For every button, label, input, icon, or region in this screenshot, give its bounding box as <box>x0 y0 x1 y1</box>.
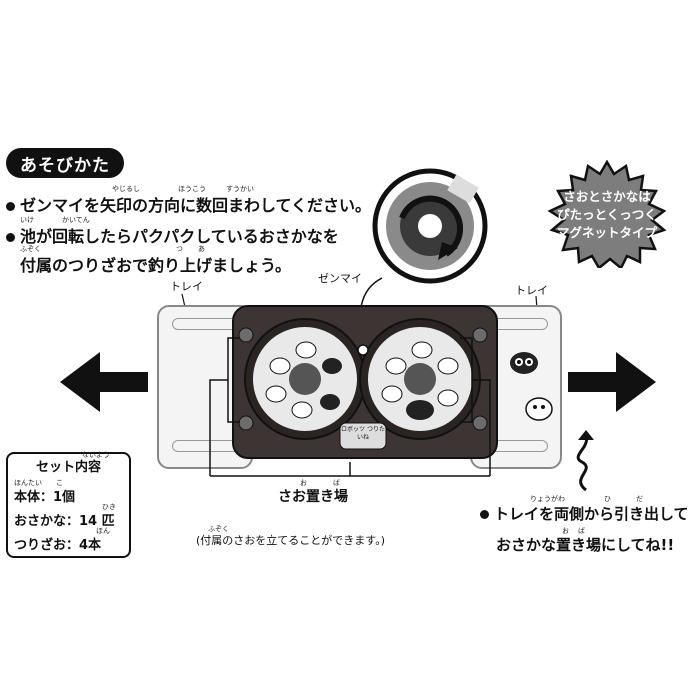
furigana-a: あ <box>198 245 205 253</box>
set-row-furi: ひき <box>102 503 116 511</box>
arrow-left-icon <box>60 352 148 412</box>
zenmai-label: ゼンマイ <box>318 272 362 285</box>
set-contents-title: セット内容 <box>35 460 101 475</box>
magnet-line-3: マグネットタイプ <box>556 225 657 240</box>
bullet-dot <box>6 233 15 242</box>
furigana-ike: いけ <box>20 216 34 224</box>
set-row-fish: おさかな：14 匹 <box>14 514 115 529</box>
tray-tip-line-1: トレイを両側から引き出して <box>480 503 689 524</box>
magnet-badge-text: さおとさかなは ぴたっとくっつく マグネットタイプ <box>544 188 670 242</box>
fish-icon <box>265 341 342 419</box>
set-contents-title-furi: ないよう <box>82 451 110 459</box>
tray-tip-furi-da: だ <box>636 495 643 503</box>
set-row-rods: つりざお：4本 <box>14 538 102 553</box>
magnet-line-1: さおとさかなは <box>563 189 651 204</box>
tray-tip-furi-o: お <box>562 527 569 535</box>
furigana-houkou: ほうこう <box>178 185 206 193</box>
set-row-body: 本体：1個 <box>14 490 76 505</box>
rod-stand-brackets <box>209 337 491 477</box>
instruction-1-text: ゼンマイを矢印の方向に数回まわしてください。 <box>20 196 372 215</box>
instruction-1: ゼンマイを矢印の方向に数回まわしてください。 <box>6 192 371 216</box>
curl-arrow-icon <box>576 430 594 492</box>
section-title: あそびかた <box>6 148 124 178</box>
furigana-suukai: すうかい <box>226 185 254 193</box>
game-ponds <box>238 318 488 450</box>
instruction-2: 池が回転したらパクパクしているおさかなを <box>6 223 339 247</box>
tray-tip-furi-hi: ひ <box>604 495 611 503</box>
fish-icon <box>381 341 459 420</box>
tray-tip-furi-ryougawa: りょうがわ <box>530 495 565 503</box>
set-row-furi: ほんたい こ <box>14 479 63 487</box>
arrow-right-icon <box>568 352 656 412</box>
instruction-2-text: 池が回転したらパクパクしているおさかなを <box>20 227 339 246</box>
tray-tip-line-1-text: トレイを両側から引き出して <box>494 505 689 523</box>
tray-tip-line-2: おさかな置き場にしてね!! <box>496 536 675 554</box>
game-logo: ロボッツ つりたいね <box>341 426 385 441</box>
rod-stand-furi-ba: ば <box>333 479 340 487</box>
set-row-furi: ほん <box>96 527 110 535</box>
rod-stand-furi-o: お <box>300 479 307 487</box>
fish-icon <box>510 352 538 374</box>
furigana-fuzoku: ふぞく <box>20 245 41 253</box>
furigana-yajirushi: やじるし <box>112 185 140 193</box>
instruction-3-text: 付属のつりざおで釣り上げましょう。 <box>20 256 292 275</box>
magnet-line-2: ぴたっとくっつく <box>557 207 657 222</box>
zenmai-zoom-icon <box>372 168 488 284</box>
tray-right-label: トレイ <box>515 284 548 297</box>
tray-left-label: トレイ <box>170 280 203 293</box>
rod-stand-label: さお置き場 <box>278 489 348 505</box>
bullet-dot <box>6 202 15 211</box>
bullet-dot <box>480 510 489 519</box>
magnet-badge-burst <box>547 160 667 268</box>
furigana-kaiten: かいてん <box>62 216 90 224</box>
set-contents-box <box>6 452 131 558</box>
fish-icon <box>525 397 553 421</box>
rod-stand-note: (付属のさおを立てることができます。) <box>196 534 385 547</box>
tray-tip-furi-ba: ば <box>578 527 585 535</box>
furigana-tsu: つ <box>176 245 183 253</box>
rod-stand-note-furi: ふぞく <box>208 525 229 533</box>
